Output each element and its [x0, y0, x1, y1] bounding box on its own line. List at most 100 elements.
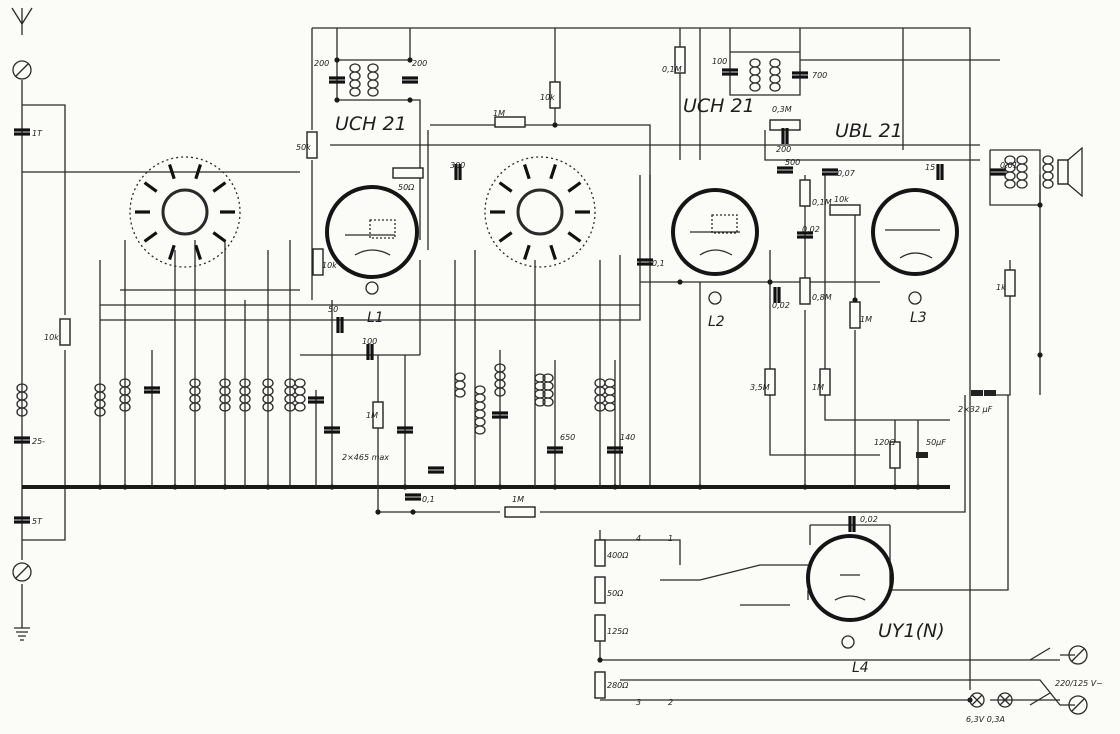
tube-l3	[871, 188, 959, 305]
coil-turn	[349, 87, 361, 97]
coil-turn	[219, 402, 231, 412]
coil-turn	[604, 386, 616, 396]
label-c-140: 140	[620, 433, 635, 442]
coil-turn	[1016, 155, 1028, 165]
coil-turn	[749, 58, 761, 68]
label-pilot-lamp: 6,3V 0,3A	[966, 715, 1005, 724]
label-if1-c-left: 200	[314, 59, 329, 68]
coil-turn	[749, 74, 761, 84]
resistor	[674, 46, 686, 74]
junction-dot	[329, 484, 335, 490]
tube-l1-type: UCH 21	[335, 113, 407, 135]
waveband-switch-2[interactable]	[484, 156, 596, 268]
junction-dot	[410, 509, 416, 515]
junction-dot	[334, 57, 340, 63]
switch-contact	[498, 231, 513, 243]
label-r-10k-top: 10k	[540, 93, 555, 102]
label-r-125ohm: 125Ω	[607, 627, 629, 636]
tube-l4-type: UY1(N)	[878, 620, 945, 642]
coil-turn	[239, 402, 251, 412]
switch-contact	[212, 181, 227, 193]
coil-turn	[349, 63, 361, 73]
coil-turn	[294, 386, 306, 396]
coil-turn	[494, 387, 506, 397]
label-r-120ohm: 120Ω	[874, 438, 896, 447]
coil-turn	[1004, 179, 1016, 189]
label-c-002-mid: 0,02	[802, 225, 820, 234]
switch-contact	[549, 163, 557, 180]
switch-contact	[498, 181, 513, 193]
label-c-100: 100	[362, 337, 377, 346]
label-cap-50uf: 50μF	[926, 438, 946, 447]
label-r-1k: 1k	[996, 283, 1006, 292]
tube-l2-type: UCH 21	[683, 95, 755, 117]
switch-contact	[143, 181, 158, 193]
tube-l2-ref: L2	[708, 314, 725, 330]
junction-dot	[375, 509, 381, 515]
label-r-280ohm: 280Ω	[607, 681, 629, 690]
label-r-1m-l3: 1M	[860, 315, 872, 324]
junction-dot	[852, 297, 858, 303]
label-tap-1: 1	[668, 534, 673, 543]
resistor	[764, 368, 776, 396]
switch-contact	[143, 231, 158, 243]
label-r-10k-l3: 10k	[834, 195, 849, 204]
coil-turn	[16, 407, 28, 417]
coil-turn	[604, 402, 616, 412]
junction-dot	[407, 57, 413, 63]
coil-turn	[542, 397, 554, 407]
junction-dot	[122, 484, 128, 490]
label-c-01-l2: 0,1	[652, 259, 665, 268]
coil-turn	[349, 71, 361, 81]
label-tap-4: 4	[636, 534, 641, 543]
coil-turn	[769, 74, 781, 84]
label-c-15: 15	[925, 163, 935, 172]
label-c-1t: 1T	[32, 129, 43, 138]
tube-l2	[671, 188, 759, 305]
switch-contact	[549, 244, 557, 261]
coil-turn	[1016, 171, 1028, 181]
resistor	[819, 368, 831, 396]
resistor	[799, 179, 811, 207]
components	[14, 46, 1054, 703]
coil-turn	[367, 79, 379, 89]
junction-dot	[407, 97, 413, 103]
electrolytic-capacitor	[971, 390, 983, 396]
electrolytic-capacitor	[984, 390, 996, 396]
coil-turn	[749, 66, 761, 76]
label-c-002-left: 0,02	[772, 301, 790, 310]
tube-l1-ref: L1	[367, 310, 384, 326]
coil-turn	[1042, 179, 1054, 189]
coil-turn	[474, 417, 486, 427]
coil-turn	[604, 394, 616, 404]
coil-turn	[474, 425, 486, 435]
coil-turn	[294, 402, 306, 412]
label-r-01m-mid: 0,1M	[812, 198, 832, 207]
switch-contact	[212, 231, 227, 243]
coil-turn	[534, 397, 546, 407]
label-c-500: 500	[785, 158, 800, 167]
label-c-25: 25-	[32, 437, 45, 446]
resistor	[306, 131, 318, 159]
resistor	[494, 116, 526, 128]
antenna-terminals[interactable]	[12, 60, 32, 582]
coil-turn	[474, 409, 486, 419]
label-c-007: 0,07	[837, 169, 856, 178]
junction-dot	[677, 279, 683, 285]
label-if1-c-right: 200	[412, 59, 427, 68]
junction-dot	[552, 122, 558, 128]
labels: UCH 21 UCH 21 UBL 21 UY1(N) L1 L2 L3 L4 …	[32, 57, 1103, 724]
junction-dot	[552, 484, 558, 490]
coil-turn	[262, 402, 274, 412]
junction-dot	[915, 484, 921, 490]
coil-turn	[367, 87, 379, 97]
coil-turn	[189, 402, 201, 412]
mains-terminals[interactable]	[1029, 645, 1088, 715]
label-r-35m: 3,5M	[750, 383, 770, 392]
coil-turn	[769, 66, 781, 76]
wires	[11, 7, 1075, 706]
resistor	[59, 318, 71, 346]
waveband-switch-1[interactable]	[129, 156, 241, 268]
junction-dot	[97, 484, 103, 490]
label-r-50ohm: 50Ω	[398, 183, 415, 192]
